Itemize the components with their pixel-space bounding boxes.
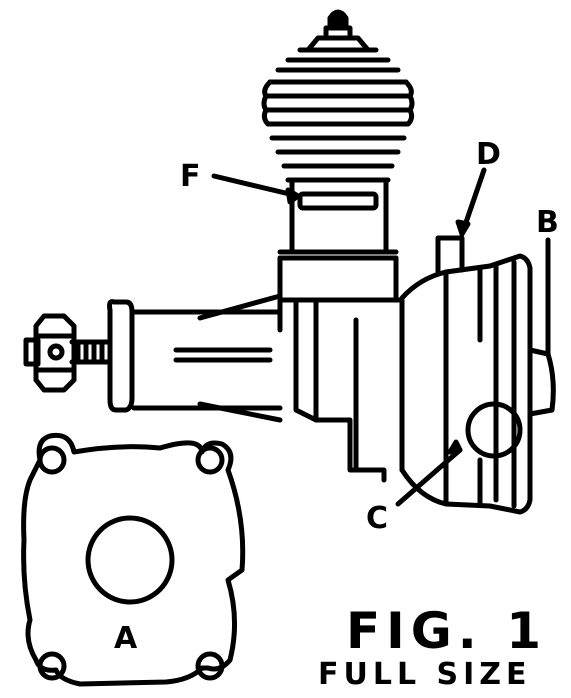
label-d: D <box>476 137 501 172</box>
gasket-bolt-hole <box>195 445 225 475</box>
arrow-f <box>285 187 301 205</box>
scale-caption: FULL SIZE <box>318 657 532 692</box>
transfer-port <box>465 401 523 459</box>
cylinder-head-fins <box>261 47 415 183</box>
crankshaft <box>23 313 113 393</box>
label-a: A <box>114 621 138 656</box>
prop-nut <box>33 313 77 393</box>
cylinder-barrel <box>277 177 399 261</box>
arrow-c <box>447 439 463 455</box>
gasket-bolt-hole <box>37 651 67 681</box>
front-housing <box>131 293 283 423</box>
figure-caption: FIG. 1 <box>346 602 547 660</box>
gasket-plate <box>21 432 246 687</box>
intake-stub <box>435 235 465 275</box>
rear-boss <box>527 347 556 417</box>
label-c: C <box>366 501 388 536</box>
arrow-d <box>455 219 471 237</box>
rear-housing <box>399 253 533 515</box>
crankcase <box>277 255 405 483</box>
gasket-bolt-hole <box>195 651 225 681</box>
leader-f <box>211 173 301 199</box>
label-b: B <box>536 205 559 240</box>
glow-plug <box>305 9 371 53</box>
prop-driver <box>107 299 135 413</box>
exhaust-port <box>297 191 379 211</box>
leader-c <box>395 447 463 507</box>
gasket-bolt-hole <box>37 445 67 475</box>
gasket-center-hole <box>85 515 175 605</box>
label-f: F <box>180 159 201 194</box>
